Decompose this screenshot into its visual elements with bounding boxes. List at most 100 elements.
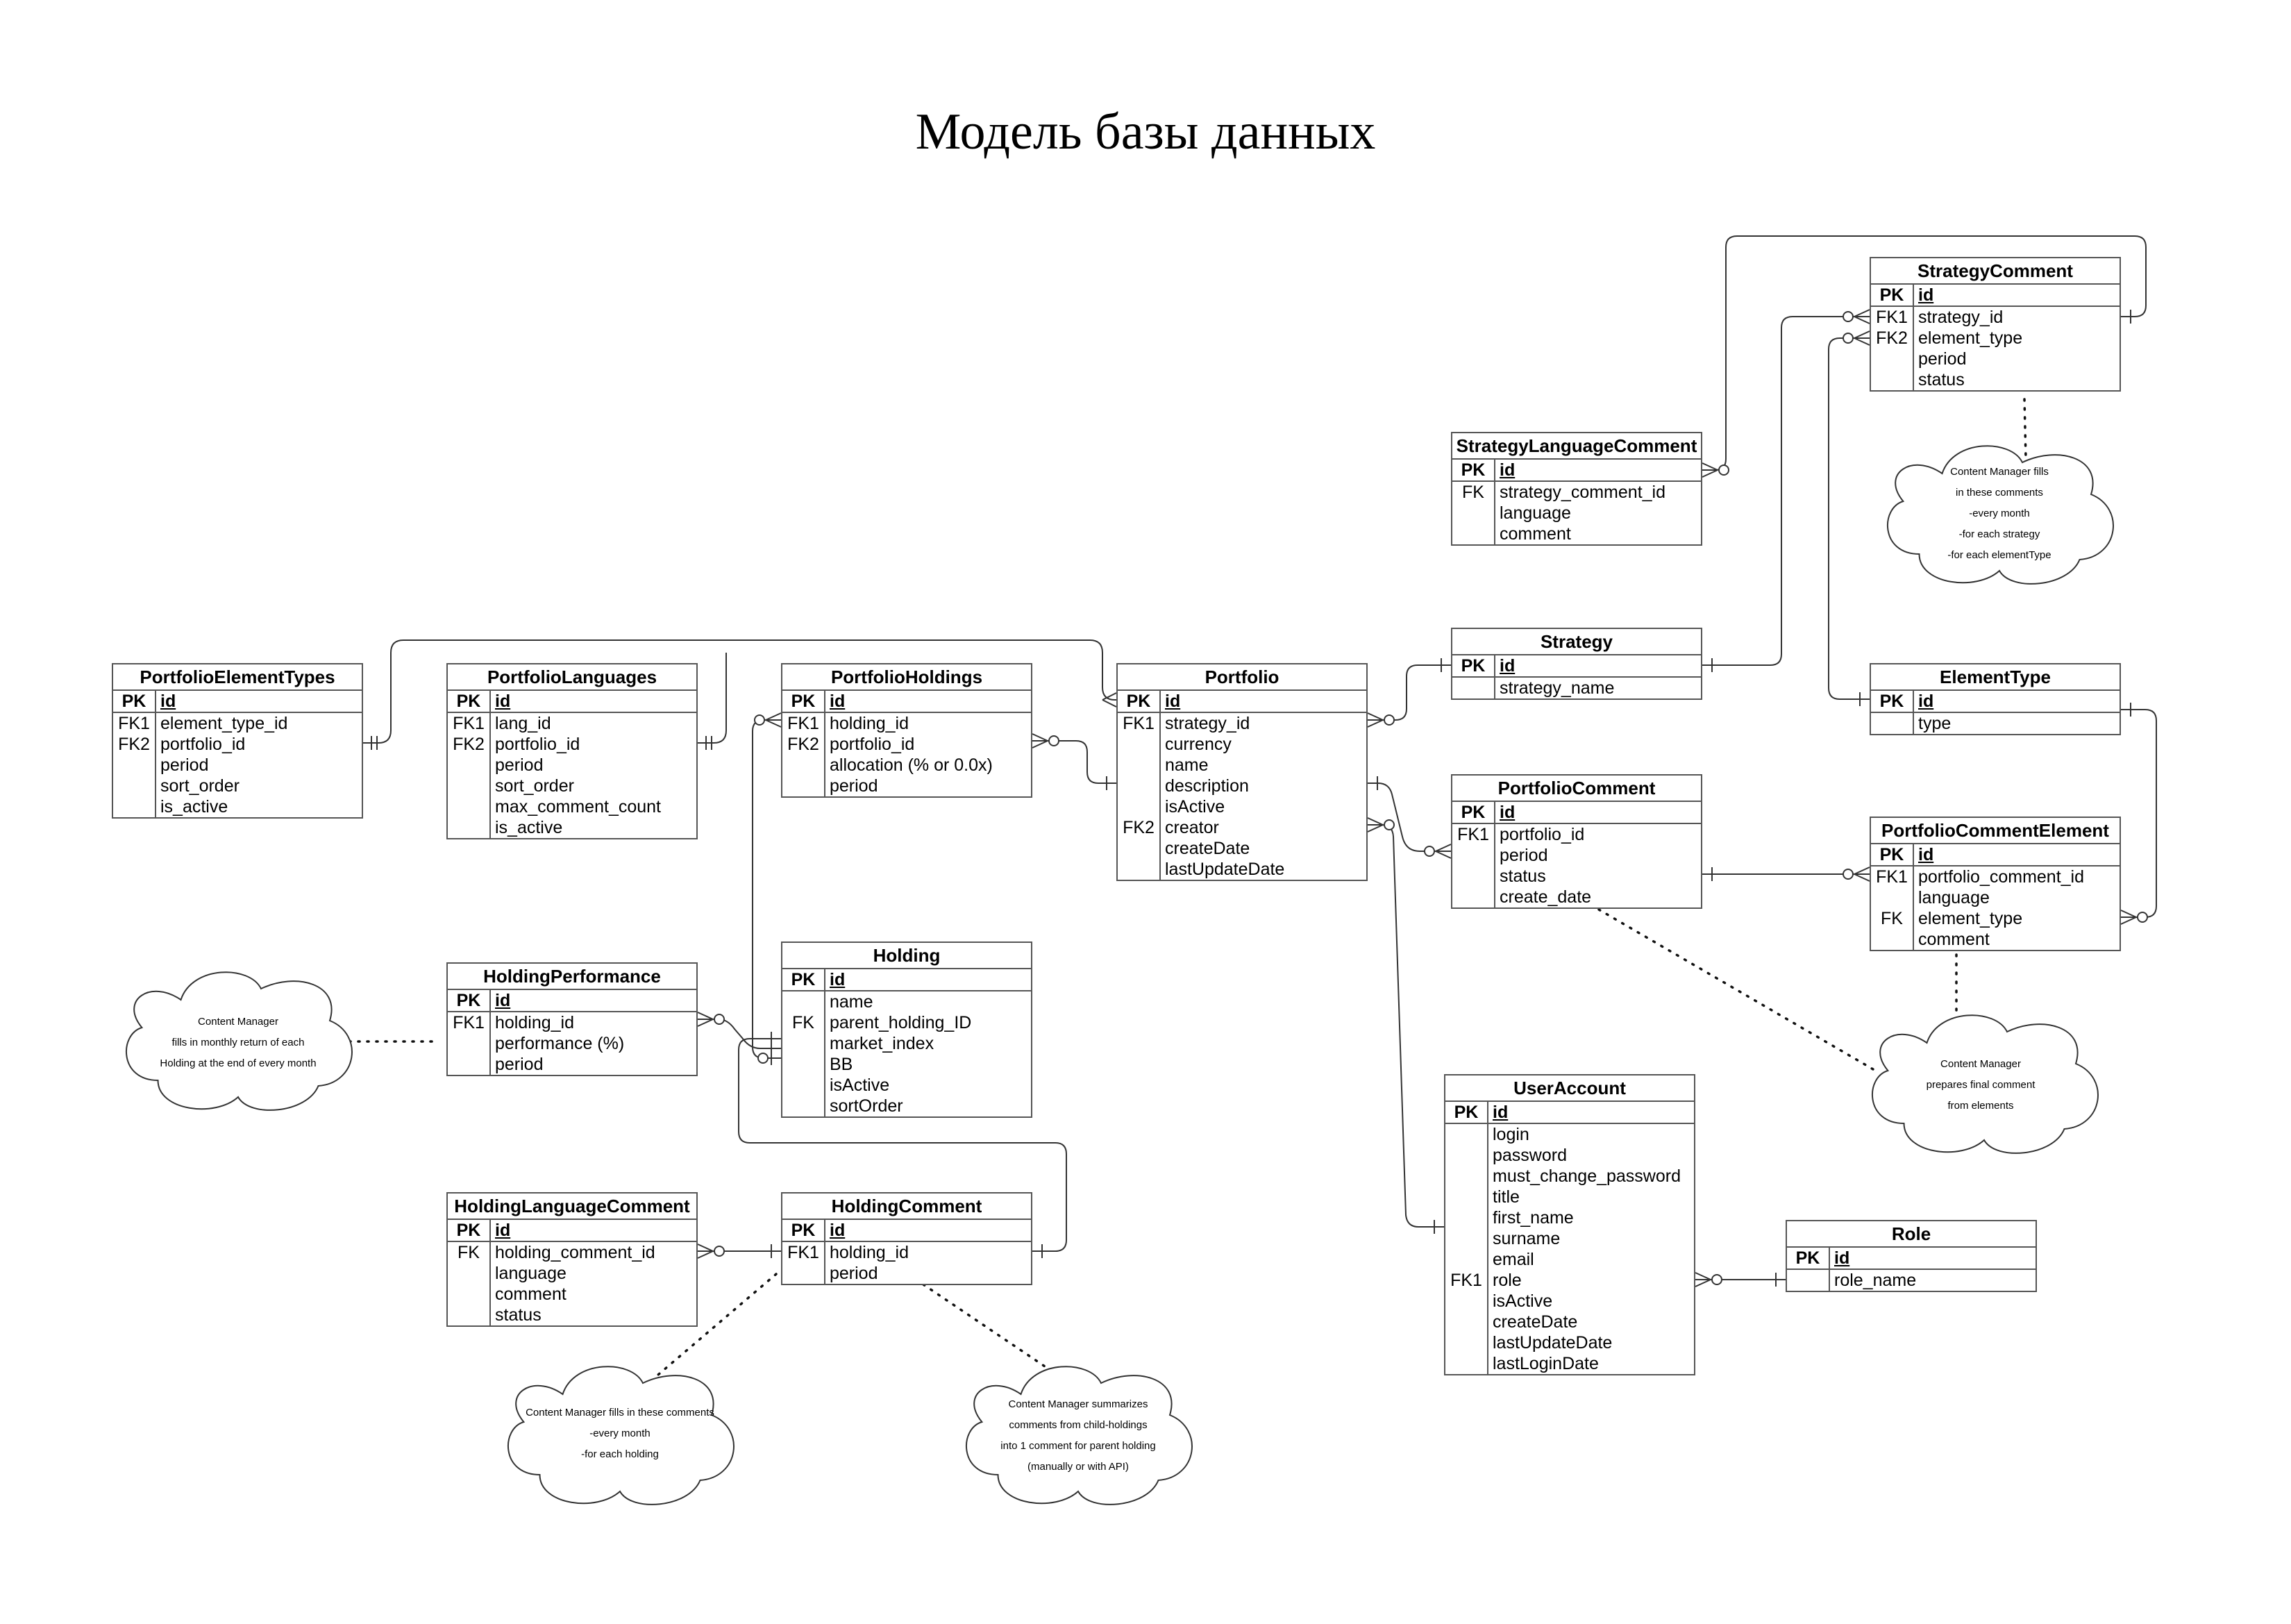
field-name: lastUpdateDate: [1165, 860, 1285, 879]
cloud-shape-holding-comment: [507, 1366, 735, 1505]
column-divider: [1913, 689, 1914, 734]
field-row: language: [1452, 503, 1701, 524]
field-row: email: [1445, 1249, 1694, 1270]
note-line: into 1 comment for parent holding: [1000, 1440, 1156, 1452]
rel-elementtype-strategycomment: [1828, 337, 1870, 700]
key-label: PK: [791, 1221, 816, 1240]
crow-foot-mark: [765, 712, 782, 728]
crow-foot-mark: [1702, 462, 1718, 478]
note-line: Holding at the end of every month: [160, 1057, 317, 1069]
field-row: lastUpdateDate: [1118, 859, 1366, 880]
field-name: first_name: [1493, 1208, 1574, 1228]
cloud-shape-strategy: [1887, 445, 2114, 585]
field-row: status: [1452, 866, 1701, 887]
key-label: FK2: [787, 735, 819, 754]
field-name: id: [1834, 1248, 1850, 1268]
field-name: holding_id: [495, 1013, 574, 1032]
field-name: period: [495, 755, 544, 775]
field-name: portfolio_id: [830, 735, 915, 754]
field-row: FK2 portfolio_id: [782, 734, 1031, 755]
note-line: prepares final comment: [1926, 1079, 2036, 1091]
note-line: Content Manager: [198, 1016, 278, 1028]
optional-circle-mark: [754, 714, 765, 726]
field-row: lastLoginDate: [1445, 1353, 1694, 1374]
field-name: id: [1165, 692, 1181, 711]
entity-name: HoldingLanguageComment: [448, 1194, 696, 1220]
field-name: id: [1500, 460, 1516, 480]
field-name: password: [1493, 1146, 1567, 1165]
pk-row: PK id: [1452, 460, 1701, 482]
optional-circle-mark: [1718, 464, 1729, 476]
key-label: FK2: [118, 735, 150, 754]
field-name: element_type_id: [160, 714, 288, 733]
field-row: name: [1118, 755, 1366, 776]
key-label: FK: [1881, 909, 1903, 928]
entity-name: StrategyComment: [1871, 258, 2120, 285]
field-name: language: [1500, 503, 1571, 523]
entity-name: Strategy: [1452, 629, 1701, 655]
field-row: comment: [1871, 929, 2120, 950]
optional-circle-mark: [714, 1014, 725, 1025]
key-label: FK1: [787, 1243, 819, 1262]
field-name: role_name: [1834, 1271, 1917, 1290]
field-name: title: [1493, 1187, 1520, 1207]
field-name: lastUpdateDate: [1493, 1333, 1613, 1353]
column-divider: [1487, 1100, 1488, 1374]
note-line: in these comments: [1956, 487, 2043, 499]
field-row: period: [782, 776, 1031, 796]
field-name: period: [830, 776, 878, 796]
field-name: create_date: [1500, 887, 1592, 907]
key-label: PK: [791, 970, 816, 989]
field-row: isActive: [782, 1075, 1031, 1096]
field-row: is_active: [113, 796, 362, 817]
field-name: comment: [1918, 930, 1990, 949]
key-label: PK: [1461, 460, 1486, 480]
field-row: FK1 holding_id: [448, 1012, 696, 1033]
field-name: sort_order: [495, 776, 574, 796]
column-divider: [1494, 458, 1495, 544]
column-divider: [824, 968, 825, 1116]
crow-foot-mark: [1367, 817, 1384, 832]
entity-name: PortfolioHoldings: [782, 664, 1031, 691]
crow-foot-mark: [697, 1012, 714, 1027]
note-line: -for each holding: [581, 1448, 659, 1460]
note-line: Content Manager: [1940, 1058, 2021, 1070]
entity-name: HoldingPerformance: [448, 964, 696, 990]
field-name: language: [495, 1264, 567, 1283]
key-label: FK1: [1876, 308, 1908, 327]
field-name: period: [1918, 349, 1967, 369]
optional-circle-mark: [1048, 735, 1059, 746]
key-label: FK2: [1123, 818, 1155, 837]
field-row: period: [782, 1263, 1031, 1284]
key-label: FK: [458, 1243, 480, 1262]
crow-foot-mark: [1032, 733, 1048, 748]
field-name: lang_id: [495, 714, 551, 733]
field-name: createDate: [1493, 1312, 1578, 1332]
rel-languages-portfolio: [698, 653, 727, 744]
key-label: FK1: [453, 1013, 485, 1032]
field-name: status: [1500, 867, 1546, 886]
optional-circle-mark: [1843, 869, 1854, 880]
field-name: isActive: [1493, 1291, 1553, 1311]
note-line: -every month: [589, 1428, 651, 1439]
optional-circle-mark: [1843, 311, 1854, 322]
